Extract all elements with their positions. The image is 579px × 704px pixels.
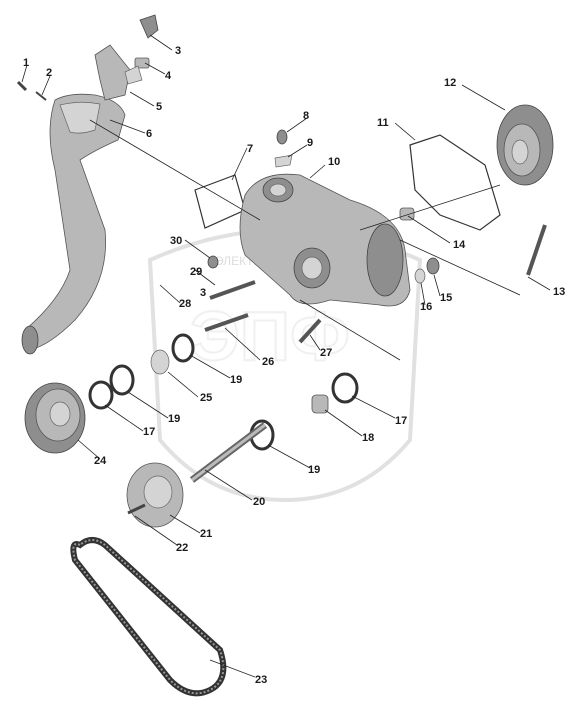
- watermark-text: ЭПФ: [190, 297, 350, 375]
- leader-lines: [21, 34, 551, 678]
- washer-9: [274, 154, 293, 168]
- pump-housing: [239, 173, 411, 307]
- callout-30: 30: [170, 235, 182, 247]
- callout-12: 12: [444, 77, 456, 89]
- callout-25: 25: [200, 392, 212, 404]
- callout-8: 8: [303, 110, 309, 122]
- washer-14: [399, 207, 415, 221]
- fitting-3-4: [124, 14, 159, 85]
- ring-17-right: [331, 372, 359, 404]
- bolt-27: [298, 318, 322, 344]
- callout-29: 29: [190, 266, 202, 278]
- callout-19-b: 19: [168, 413, 180, 425]
- callout-18: 18: [362, 432, 374, 444]
- callout-9: 9: [307, 137, 313, 149]
- bolt-29: [209, 280, 256, 300]
- shaft-20: [189, 422, 268, 483]
- coolant-pipe: [21, 44, 131, 355]
- bolt-26: [204, 313, 249, 332]
- callout-14: 14: [453, 239, 466, 251]
- callout-21: 21: [200, 528, 212, 540]
- nut-8: [276, 129, 288, 145]
- nut-15: [426, 257, 440, 275]
- callout-16: 16: [420, 301, 432, 313]
- stud-13: [526, 224, 547, 276]
- callout-4: 4: [165, 70, 172, 82]
- callout-20: 20: [253, 496, 265, 508]
- bearing-19-a: [171, 333, 195, 363]
- bolt-1-2: [16, 80, 47, 101]
- callout-26: 26: [262, 356, 274, 368]
- hub-21: [126, 462, 184, 528]
- callout-24: 24: [94, 455, 107, 467]
- callout-13: 13: [553, 286, 565, 298]
- callout-3: 3: [175, 45, 181, 57]
- part-18: [311, 394, 329, 414]
- callout-labels: 1 2 3 4 5 6 7 8 9 10 11 12 13 14 15 16 1…: [23, 45, 565, 686]
- ring-17-left: [88, 380, 114, 410]
- callout-17-left: 17: [143, 426, 155, 438]
- spacer-25: [150, 349, 170, 375]
- impeller: [496, 104, 554, 186]
- gasket-11: [409, 134, 501, 231]
- pulley-24: [24, 382, 86, 454]
- callout-10: 10: [328, 156, 340, 168]
- callout-1: 1: [23, 57, 29, 69]
- callout-23: 23: [255, 674, 267, 686]
- drive-belt: [70, 537, 227, 697]
- callout-19-c: 19: [308, 464, 320, 476]
- callout-3b: 3: [200, 287, 206, 299]
- callout-19-a: 19: [230, 374, 242, 386]
- callout-15: 15: [440, 292, 452, 304]
- callout-27: 27: [320, 347, 332, 359]
- callout-17-right: 17: [395, 415, 407, 427]
- callout-7: 7: [247, 143, 253, 155]
- callout-11: 11: [377, 117, 389, 129]
- callout-6: 6: [146, 128, 152, 140]
- callout-28: 28: [179, 298, 191, 310]
- washer-16: [414, 268, 426, 284]
- callout-22: 22: [176, 542, 188, 554]
- nut-30: [207, 255, 219, 269]
- bearing-19-b: [109, 364, 135, 396]
- callout-5: 5: [156, 101, 162, 113]
- callout-2: 2: [46, 67, 52, 79]
- gasket-7: [194, 174, 246, 229]
